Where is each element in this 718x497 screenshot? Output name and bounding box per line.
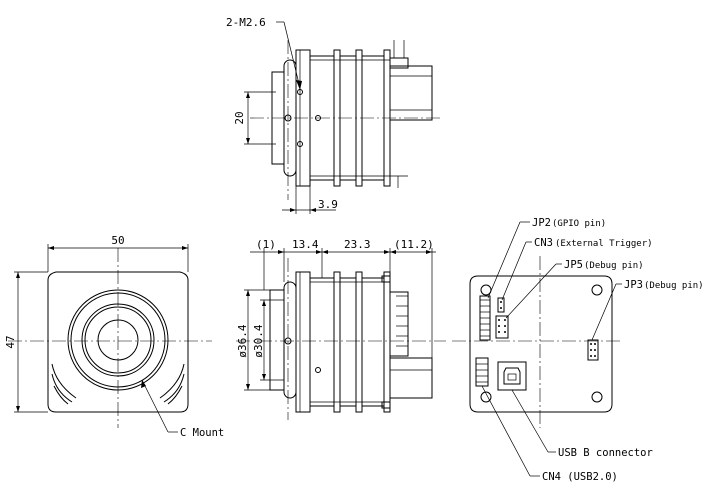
side-view: (1) 13.4 23.3 (11.2) ø36.4 ø30.4 [236, 238, 446, 420]
screw-label: 2-M2.6 [226, 16, 266, 29]
top-depth-dim: 3.9 [318, 198, 338, 211]
front-height-dim: 47 [4, 335, 17, 348]
outer-diameter-dim: ø36.4 [236, 324, 249, 357]
jp3-note: (Debug pin) [644, 281, 704, 291]
jp3-label: JP3 [624, 279, 643, 291]
top-view: 2-M2.6 20 3.9 [226, 16, 440, 214]
usb-connector-label: USB B connector [558, 447, 653, 459]
side-dim-2: 13.4 [292, 238, 319, 251]
cn3-note: (External Trigger) [555, 239, 653, 249]
side-dim-4: (11.2) [394, 238, 434, 251]
side-dim-3: 23.3 [344, 238, 371, 251]
jp5-note: (Debug pin) [584, 261, 644, 271]
jp2-label: JP2 [532, 217, 551, 229]
inner-diameter-dim: ø30.4 [252, 324, 265, 357]
jp5-label: JP5 [564, 259, 583, 271]
jp2-note: (GPIO pin) [552, 219, 606, 229]
cn4-label: CN4 (USB2.0) [542, 471, 618, 483]
cn3-label: CN3 [534, 237, 553, 249]
front-width-dim: 50 [111, 234, 124, 247]
side-dim-1: (1) [256, 238, 276, 251]
top-height-dim: 20 [233, 111, 246, 124]
c-mount-label: C Mount [180, 427, 224, 439]
rear-view: JP2 (GPIO pin) CN3 (External Trigger) JP… [452, 217, 704, 483]
front-view: 50 47 C Mount [4, 234, 224, 439]
